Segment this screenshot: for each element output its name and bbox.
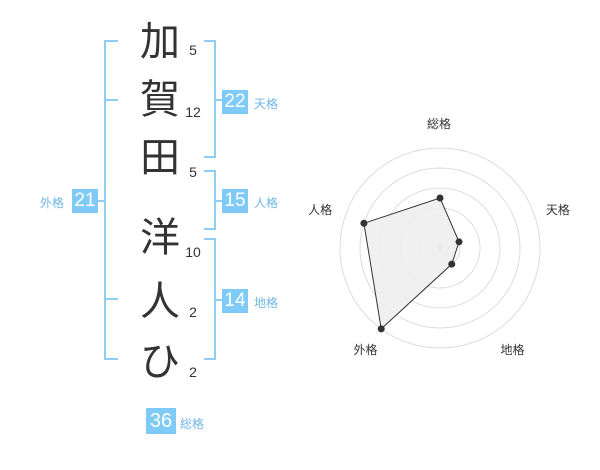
name-char-3: 田 [140, 135, 180, 181]
name-char-4: 洋 [140, 215, 180, 261]
tenkaku-badge: 22 [222, 90, 248, 114]
name-char-2: 賀 [140, 77, 180, 123]
soukaku-label: 総格 [180, 417, 205, 431]
stroke-count-2: 12 [185, 104, 201, 120]
radar-point-5 [360, 219, 368, 227]
radar-axis-label-1: 総格 [427, 117, 452, 131]
radar-series-polygon [363, 197, 460, 330]
chikaku-badge: 14 [222, 289, 248, 313]
stroke-count-1: 5 [189, 42, 197, 58]
soukaku-badge: 36 [146, 408, 176, 434]
radar-point-3 [448, 260, 456, 268]
radar-point-2 [455, 238, 463, 246]
name-char-5: 人 [140, 279, 180, 325]
jinkaku-badge: 15 [222, 189, 248, 213]
radar-axis-label-3: 地格 [500, 343, 525, 358]
tenkaku-label: 天格 [254, 97, 279, 111]
radar-axis-label-2: 天格 [545, 203, 570, 218]
jinkaku-label: 人格 [254, 196, 279, 210]
radar-axis-label-4: 外格 [353, 343, 378, 358]
gaikaku-badge: 21 [72, 189, 98, 213]
stroke-count-5: 2 [189, 304, 197, 320]
name-char-6: ひ [140, 339, 180, 385]
name-char-1: 加 [140, 19, 180, 65]
radar-grid-ring [339, 147, 541, 349]
radar-grid-ring [359, 167, 521, 329]
radar-point-4 [377, 325, 385, 333]
stroke-count-6: 2 [189, 364, 197, 380]
gaikaku-label: 外格 [40, 196, 65, 210]
radar-axis-label-5: 人格 [308, 203, 333, 218]
stroke-count-4: 10 [185, 244, 201, 260]
stroke-count-3: 5 [189, 164, 197, 180]
radar-point-1 [436, 194, 444, 202]
chikaku-label: 地格 [254, 296, 279, 310]
